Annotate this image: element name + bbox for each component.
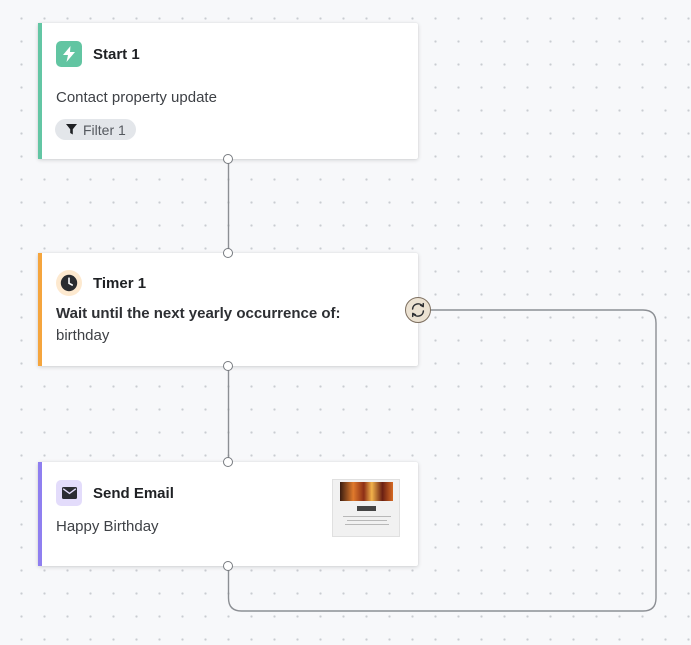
send-email-node[interactable]: Send Email Happy Birthday: [38, 462, 418, 566]
email-preview-thumbnail[interactable]: [332, 479, 400, 537]
timer-node-condition: Wait until the next yearly occurrence of…: [56, 305, 341, 322]
email-input-port[interactable]: [223, 457, 233, 467]
filter-icon: [66, 124, 77, 135]
filter-chip-label: Filter 1: [83, 121, 126, 138]
envelope-icon: [56, 480, 82, 506]
send-email-node-description: Happy Birthday: [56, 518, 159, 535]
clock-icon: [56, 270, 82, 296]
email-preview-line: [347, 520, 387, 521]
timer-node-title: Timer 1: [93, 274, 147, 292]
email-preview-banner: [340, 482, 393, 501]
email-output-port[interactable]: [223, 561, 233, 571]
start-output-port[interactable]: [223, 154, 233, 164]
start-node[interactable]: Start 1 Contact property update Filter 1: [38, 23, 418, 159]
email-preview-heading: [357, 506, 376, 511]
filter-chip[interactable]: Filter 1: [55, 119, 136, 140]
email-preview-line: [345, 524, 389, 525]
edge-loop-back: [227, 309, 657, 612]
start-accent-bar: [38, 23, 42, 159]
loop-refresh-icon[interactable]: [405, 297, 431, 323]
timer-node-property: birthday: [56, 327, 110, 344]
email-accent-bar: [38, 462, 42, 566]
lightning-icon: [56, 41, 82, 67]
timer-node[interactable]: Timer 1 Wait until the next yearly occur…: [38, 253, 418, 366]
start-node-description: Contact property update: [56, 89, 217, 106]
send-email-node-title: Send Email: [93, 484, 174, 502]
timer-input-port[interactable]: [223, 248, 233, 258]
timer-output-port[interactable]: [223, 361, 233, 371]
email-preview-line: [343, 516, 391, 517]
timer-accent-bar: [38, 253, 42, 366]
start-node-title: Start 1: [93, 45, 140, 63]
